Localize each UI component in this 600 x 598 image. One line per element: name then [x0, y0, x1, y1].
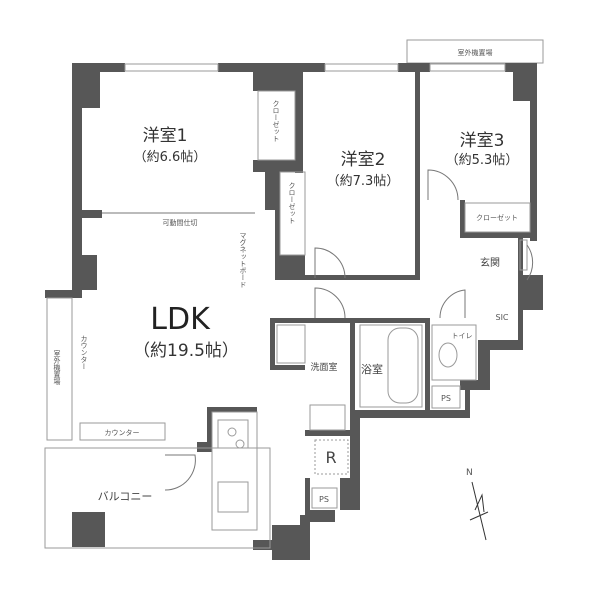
western-room-1-size: （約6.6帖） [134, 150, 207, 165]
windows [124, 63, 528, 271]
outdoor-unit-area-left [46, 297, 73, 441]
closet-1-label: クローゼット [272, 100, 280, 142]
doors [164, 169, 534, 491]
north-label: N [466, 468, 473, 478]
outdoor-unit-label-left: 室外機置場 [53, 349, 61, 386]
balcony-label: バルコニー [98, 490, 153, 503]
ps-box-1 [431, 385, 461, 409]
western-room-1-name: 洋室1 [143, 126, 188, 146]
magnet-board-label: マグネットボード [239, 232, 247, 288]
western-room-3-size: （約5.3帖） [446, 153, 519, 168]
sic-label: SIC [495, 313, 508, 322]
outdoor-unit-area-top [406, 39, 544, 64]
outdoor-unit-label-top: 室外機置場 [458, 48, 493, 57]
sink-icon [217, 481, 249, 513]
bathtub-icon [387, 327, 419, 404]
balcony [44, 447, 271, 549]
closet-3-label: クローゼット [476, 213, 518, 222]
washroom-label: 洗面室 [310, 361, 337, 373]
counter [79, 422, 166, 441]
ldk-name: LDK [150, 302, 211, 337]
counter-label: カウンター [105, 428, 140, 437]
stove-icon [217, 419, 249, 449]
entrance-label: 玄関 [480, 256, 500, 269]
ps-label-1: PS [441, 394, 451, 403]
counter-label-vertical: カウンター [80, 335, 88, 370]
kitchen-counter [211, 411, 258, 531]
bathroom [359, 324, 423, 408]
toilet-icon [438, 342, 458, 368]
ldk-size: （約19.5帖） [133, 341, 239, 361]
movable-partition-label: 可動間仕切 [163, 218, 198, 227]
western-room-2-name: 洋室2 [341, 150, 386, 170]
western-room-3-name: 洋室3 [460, 131, 505, 151]
ps-box-2 [311, 487, 338, 509]
walls [45, 63, 543, 560]
closet-3 [464, 202, 531, 233]
refrigerator-space [314, 439, 349, 475]
ps-label-2: PS [319, 495, 329, 504]
closet-2 [279, 171, 306, 256]
toilet-label: トイレ [452, 332, 473, 340]
washer-pan-icon [309, 404, 346, 431]
western-room-2-size: （約7.3帖） [327, 174, 400, 189]
vanity-icon [276, 324, 306, 364]
north-arrow-icon: N [466, 468, 489, 541]
closet-2-label: クローゼット [288, 182, 296, 224]
refrigerator-label: R [325, 448, 336, 467]
bathroom-label: 浴室 [361, 362, 383, 376]
closet-1 [257, 90, 296, 161]
toilet-room [431, 324, 477, 381]
